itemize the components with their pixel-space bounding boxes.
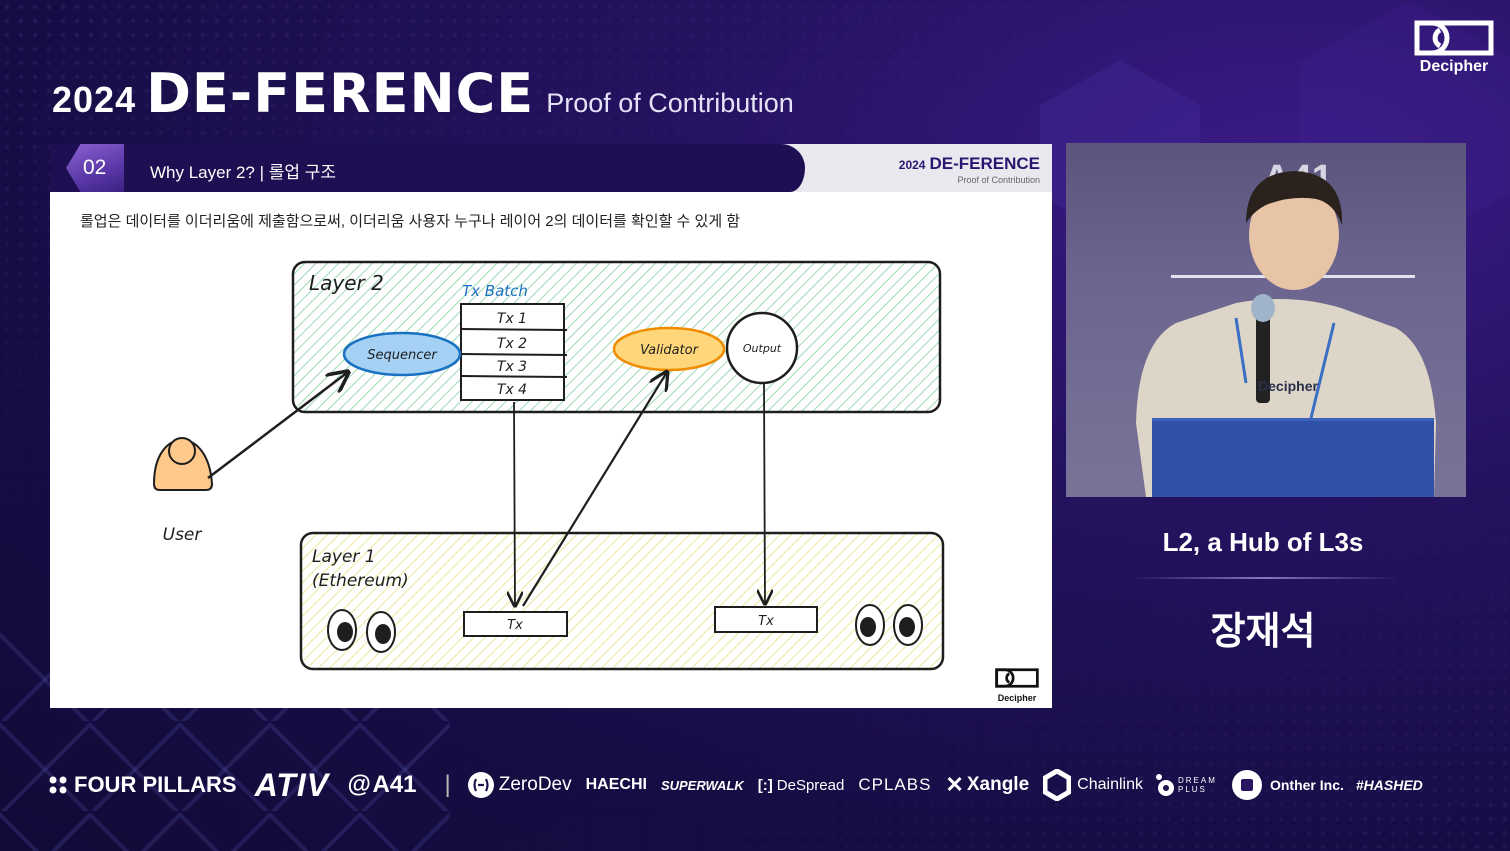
sponsor-separator: | (444, 771, 451, 798)
layer2-label: Layer 2 (309, 271, 384, 295)
sponsor-chainlink: Chainlink (1043, 769, 1143, 801)
sponsor-dreamplus: DREAM PLUS (1155, 773, 1218, 797)
speaker-photo: A41 Decipher (1136, 158, 1436, 497)
sponsor-label: DREAM PLUS (1177, 776, 1217, 794)
sponsor-label: A41 (372, 771, 417, 798)
layer1-box (299, 531, 945, 671)
sponsor-label: Xangle (966, 774, 1030, 795)
sponsor-bar: FOUR PILLARS ATIV @ A41 | ZeroDev HAECHI… (48, 766, 1441, 804)
sponsor-cplabs: CPLABS (858, 775, 931, 795)
arrow-user-to-sequencer (207, 372, 348, 479)
decipher-logo-text: Decipher (1419, 58, 1489, 75)
sponsor-a41: @ A41 (347, 771, 416, 799)
tx-batch-item: Tx 2 (497, 336, 527, 352)
sponsor-onther: Onther Inc. (1231, 770, 1344, 800)
l1-tx-box-left (463, 611, 568, 637)
zerodev-icon (467, 772, 494, 798)
sponsor-label: DeSpread (776, 776, 845, 794)
event-year: 2024 (52, 79, 137, 120)
talk-title: L2, a Hub of L3s (1162, 527, 1364, 557)
user-icon (152, 437, 214, 491)
tx-batch-stack: Tx 1 Tx 2 Tx 3 Tx 4 (460, 303, 568, 401)
arrow-batch-to-l1 (514, 401, 515, 606)
validator-label: Validator (640, 343, 700, 358)
sponsor-superwalk: SUPERWALK (661, 778, 744, 793)
sponsor-despread: [:] DeSpread (758, 777, 845, 794)
sponsor-ativ: ATIV (255, 767, 330, 804)
arrow-output-to-l1 (764, 383, 765, 604)
l1-tx-label: Tx (507, 618, 523, 633)
decipher-chain-icon (1414, 20, 1494, 56)
sponsor-label: FOUR PILLARS (74, 772, 237, 797)
output-label: Output (743, 342, 782, 355)
slide-brand-subtitle: Proof of Contribution (957, 175, 1040, 185)
sponsor-label: CPLABS (858, 775, 932, 794)
user-label: User (163, 525, 203, 545)
dreamplus-icon (1155, 774, 1174, 796)
tx-batch-label: Tx Batch (462, 282, 528, 300)
eyes-icon-left (327, 609, 396, 653)
sponsor-label: ZeroDev (498, 774, 572, 795)
sponsor-label: Chainlink (1077, 776, 1143, 793)
sponsor-label: #HASHED (1355, 777, 1423, 793)
chainlink-icon (1043, 769, 1072, 801)
sponsor-haechi: HAECHI (586, 776, 647, 794)
eyes-icon-right (855, 604, 923, 646)
sponsor-label: ATIV (254, 766, 330, 803)
tx-batch-item: Tx 4 (497, 382, 527, 398)
tx-batch-item: Tx 1 (497, 311, 527, 327)
sponsor-hashed: #HASHED (1356, 777, 1423, 793)
sponsor-label: SUPERWALK (660, 777, 744, 793)
event-subtitle: Proof of Contribution (546, 88, 794, 118)
sponsor-zerodev: ZeroDev (467, 771, 572, 799)
slide-decipher-logo: Decipher (994, 668, 1040, 703)
speaker-name: 장재석 (1210, 611, 1316, 653)
slide-title: Why Layer 2? | 롤업 구조 (150, 163, 337, 182)
sponsor-four-pillars: FOUR PILLARS (48, 772, 237, 798)
sponsor-xangle: ✕ Xangle (945, 772, 1029, 798)
sponsor-label: Onther Inc. (1269, 777, 1344, 793)
rollup-diagram: Layer 2 Tx Batch Tx 1 Tx 2 Tx 3 Tx 4 Seq… (152, 260, 945, 671)
despread-icon: [:] (757, 776, 773, 794)
shirt-text: Decipher (1258, 378, 1318, 394)
event-name: DE-FERENCE (146, 62, 535, 125)
onther-icon (1231, 770, 1262, 800)
slide-number: 02 (83, 156, 107, 179)
output-node (725, 311, 799, 385)
slide-subtitle: 롤업은 데이터를 이더리움에 제출함으로써, 이더리움 사용자 누구나 레이어 … (80, 213, 741, 230)
l1-tx-box-right (714, 606, 818, 633)
sequencer-node (342, 331, 462, 377)
tx-batch-item: Tx 3 (497, 359, 527, 375)
slide-brand-name: DE-FERENCE (929, 154, 1040, 173)
slide-logo-text: Decipher (997, 693, 1037, 703)
decipher-chain-icon (995, 668, 1039, 688)
event-title: 2024 DE-FERENCE Proof of Contribution (52, 62, 794, 125)
arrow-l1-to-validator (522, 372, 667, 607)
decipher-logo: Decipher (1412, 20, 1496, 76)
sequencer-label: Sequencer (367, 348, 438, 363)
a41-swirl-icon: @ (347, 771, 371, 798)
four-pillars-icon (49, 776, 67, 794)
xangle-icon: ✕ (945, 772, 964, 797)
layer1-sublabel: (Ethereum) (312, 571, 409, 591)
slide-brand-year: 2024 (898, 158, 926, 172)
sponsor-label: HAECHI (585, 776, 647, 793)
slide-header-band (50, 144, 805, 192)
speaker-video: A41 Decipher (1066, 143, 1466, 497)
l1-tx-label: Tx (758, 614, 774, 629)
talk-divider (1130, 577, 1400, 579)
layer1-label: Layer 1 (312, 547, 376, 567)
